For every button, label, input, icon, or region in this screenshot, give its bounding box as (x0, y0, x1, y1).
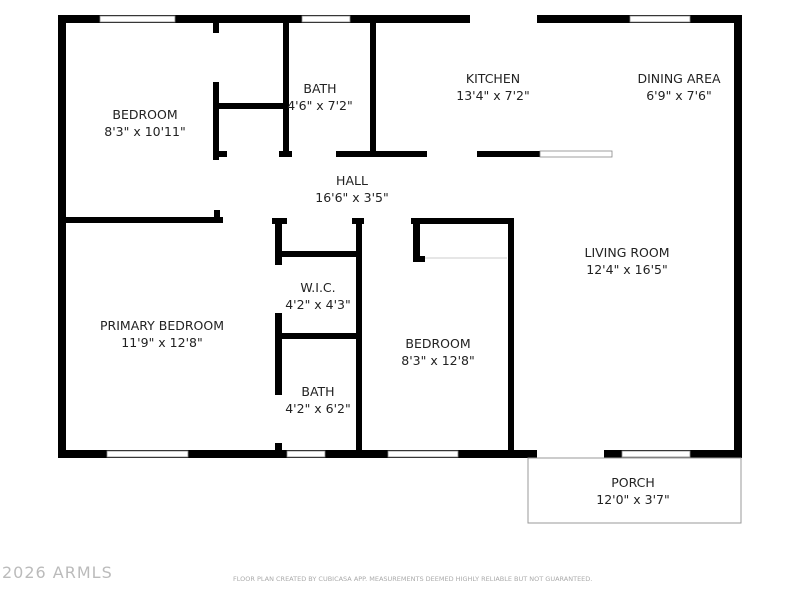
window (387, 450, 459, 458)
wall (216, 151, 227, 157)
wall (283, 23, 289, 156)
wall (66, 217, 223, 223)
room-name: BEDROOM (405, 336, 471, 351)
room-label-dining-area: DINING AREA 6'9" x 7'6" (637, 70, 720, 104)
wall (213, 23, 219, 33)
room-label-bath-2: BATH 4'2" x 6'2" (285, 383, 351, 417)
room-name: BATH (301, 384, 335, 399)
room-label-primary-bedroom: PRIMARY BEDROOM 11'9" x 12'8" (100, 317, 224, 351)
wall (411, 218, 514, 224)
room-name: PRIMARY BEDROOM (100, 318, 224, 333)
room-size: 12'0" x 3'7" (596, 492, 670, 507)
window (286, 450, 326, 458)
room-name: W.I.C. (300, 280, 336, 295)
room-size: 8'3" x 10'11" (104, 124, 186, 139)
room-size: 13'4" x 7'2" (456, 88, 530, 103)
counter (539, 150, 613, 158)
wall (508, 218, 514, 450)
wall (214, 210, 220, 223)
room-size: 4'6" x 7'2" (287, 98, 353, 113)
room-name: DINING AREA (637, 71, 721, 86)
room-label-bath-1: BATH 4'6" x 7'2" (287, 80, 353, 114)
window (99, 15, 176, 23)
window (629, 15, 691, 23)
west-wall (58, 15, 66, 458)
wall (216, 103, 286, 109)
watermark: 2026 ARMLS (2, 563, 113, 582)
east-wall (734, 15, 742, 458)
room-name: BEDROOM (112, 107, 178, 122)
room-label-living-room: LIVING ROOM 12'4" x 16'5" (584, 244, 669, 278)
wall (275, 313, 282, 395)
wall (413, 218, 420, 262)
door-openings (470, 14, 604, 459)
wall (413, 256, 425, 262)
room-name: PORCH (611, 475, 655, 490)
windows (99, 15, 691, 458)
wall (356, 218, 362, 450)
wall (277, 251, 358, 257)
window (621, 450, 691, 458)
wall (336, 151, 427, 157)
room-label-hall: HALL 16'6" x 3'5" (315, 172, 388, 206)
window (301, 15, 351, 23)
room-label-porch: PORCH 12'0" x 3'7" (596, 474, 669, 508)
wall (370, 23, 376, 156)
room-name: BATH (303, 81, 337, 96)
disclaimer: FLOOR PLAN CREATED BY CUBICASA APP. MEAS… (233, 575, 593, 583)
room-name: KITCHEN (465, 71, 521, 86)
wall (275, 443, 282, 451)
room-size: 8'3" x 12'8" (401, 353, 475, 368)
room-size: 6'9" x 7'6" (646, 88, 712, 103)
room-label-bedroom-2: BEDROOM 8'3" x 12'8" (401, 335, 474, 369)
room-label-wic: W.I.C. 4'2" x 4'3" (285, 279, 351, 313)
wall (277, 333, 358, 339)
room-name: HALL (336, 173, 368, 188)
window (106, 450, 189, 458)
room-label-bedroom-1: BEDROOM 8'3" x 10'11" (104, 106, 185, 140)
door-opening (470, 14, 537, 24)
wall (279, 151, 292, 157)
room-name: LIVING ROOM (584, 245, 670, 260)
room-size: 11'9" x 12'8" (121, 335, 203, 350)
wall (477, 151, 540, 157)
wall (213, 82, 219, 160)
room-size: 16'6" x 3'5" (315, 190, 389, 205)
door-opening (537, 449, 604, 459)
porch-outline (527, 457, 742, 524)
room-size: 4'2" x 4'3" (285, 297, 351, 312)
room-label-kitchen: KITCHEN 13'4" x 7'2" (456, 70, 529, 104)
room-size: 12'4" x 16'5" (586, 262, 668, 277)
room-size: 4'2" x 6'2" (285, 401, 351, 416)
wall (275, 218, 282, 265)
north-wall (58, 15, 742, 23)
